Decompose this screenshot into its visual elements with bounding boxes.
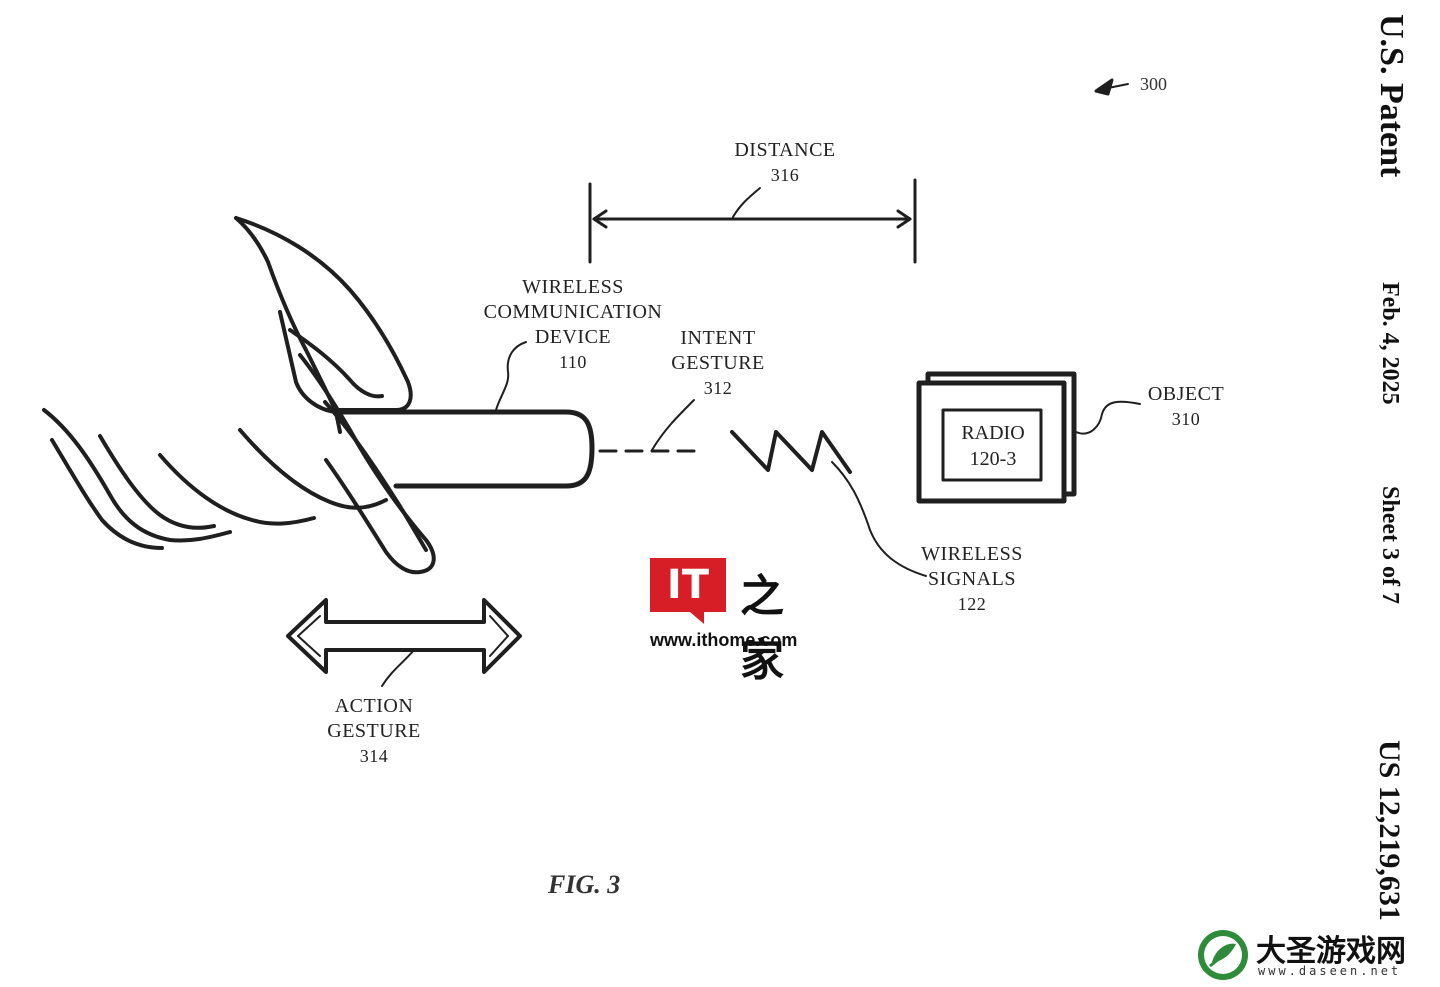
daseen-watermark: 大圣游戏网 www.daseen.net xyxy=(1196,926,1440,987)
figure-reference-number: 300 xyxy=(1140,74,1167,94)
ithome-logo-tail xyxy=(690,612,704,624)
device-label-line1: WIRELESS xyxy=(522,276,624,298)
distance-label: DISTANCE 316 xyxy=(715,138,855,188)
device-label: WIRELESS COMMUNICATION DEVICE 110 xyxy=(473,275,673,375)
ithome-url: www.ithome.com xyxy=(650,630,798,650)
lightning-signal-icon xyxy=(730,430,927,577)
radio-label-line2: 120-3 xyxy=(969,448,1017,470)
signals-label: WIRELESS SIGNALS 122 xyxy=(910,542,1034,617)
radio-label: RADIO 120-3 xyxy=(944,420,1042,472)
patent-date: Feb. 4, 2025 xyxy=(1377,282,1403,405)
signals-label-number: 122 xyxy=(957,594,987,614)
action-label-line2: GESTURE xyxy=(327,720,421,742)
daseen-logo-icon xyxy=(1198,930,1248,980)
daseen-url: www.daseen.net xyxy=(1258,964,1402,978)
action-label-number: 314 xyxy=(359,746,389,766)
hand-illustration xyxy=(42,216,436,575)
distance-label-number: 316 xyxy=(770,165,800,185)
device-label-line2: COMMUNICATION xyxy=(483,301,663,323)
distance-label-text: DISTANCE xyxy=(734,139,836,161)
object-label: OBJECT 310 xyxy=(1136,382,1236,432)
reference-arrow-icon xyxy=(1094,78,1129,96)
device-label-number: 110 xyxy=(559,352,587,372)
distance-dimension xyxy=(588,178,917,264)
ithome-logo-badge: IT xyxy=(650,558,726,612)
action-label: ACTION GESTURE 314 xyxy=(318,694,430,769)
ithome-watermark: IT 之家 www.ithome.com xyxy=(650,558,820,686)
device-label-line3: DEVICE xyxy=(534,326,612,348)
object-box xyxy=(916,371,1141,504)
action-label-line1: ACTION xyxy=(334,695,414,717)
ithome-logo-chars: 之家 xyxy=(740,571,784,686)
patent-sheet: Sheet 3 of 7 xyxy=(1377,486,1403,604)
intent-label-line2: GESTURE xyxy=(671,352,765,374)
patent-number: US 12,219,631 xyxy=(1373,740,1406,921)
double-arrow-icon xyxy=(286,598,522,687)
signals-label-line2: SIGNALS xyxy=(928,568,1016,590)
wireless-device-body xyxy=(333,341,595,489)
intent-label-number: 312 xyxy=(703,378,733,398)
intent-gesture-line xyxy=(598,399,702,453)
figure-caption: FIG. 3 xyxy=(548,870,621,899)
signals-label-line1: WIRELESS xyxy=(921,543,1023,565)
daseen-site-name: 大圣游戏网 xyxy=(1256,934,1406,969)
radio-label-line1: RADIO xyxy=(961,422,1025,444)
object-label-number: 310 xyxy=(1171,409,1201,429)
patent-office-title: U.S. Patent xyxy=(1373,14,1410,178)
intent-label-line1: INTENT xyxy=(680,327,756,349)
object-label-line1: OBJECT xyxy=(1147,383,1225,405)
intent-label: INTENT GESTURE 312 xyxy=(658,326,778,401)
